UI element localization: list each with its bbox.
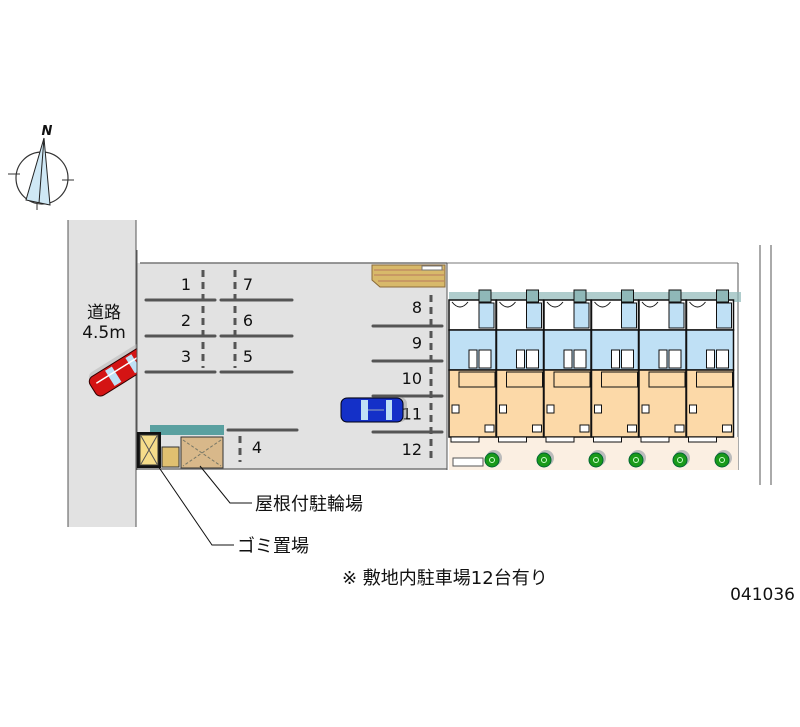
- garbage-leader-line: [157, 465, 234, 546]
- garbage-label: ゴミ置場: [237, 536, 309, 557]
- property-code: 041036: [730, 585, 795, 605]
- road-name: 道路: [87, 303, 121, 323]
- stall-number: 12: [402, 440, 422, 459]
- stall-number: 1: [181, 275, 191, 294]
- adjacent-boundary: [759, 245, 772, 485]
- tree-icon: [714, 450, 732, 468]
- bicycle-leader-line: [199, 465, 252, 504]
- stall-number: 9: [412, 334, 422, 353]
- red-car-icon: [88, 343, 152, 397]
- stall-number: 4: [252, 438, 262, 457]
- stall-number: 2: [181, 311, 191, 330]
- tree-icon: [536, 450, 554, 468]
- road-width: 4.5m: [82, 323, 126, 343]
- compass-icon: N: [8, 124, 74, 210]
- stall-number: 6: [243, 311, 253, 330]
- stall-number: 5: [243, 347, 253, 366]
- tree-icon: [672, 450, 690, 468]
- apartment-unit: [495, 289, 545, 443]
- stall-number: 8: [412, 298, 422, 317]
- apartment-unit: [543, 289, 592, 443]
- stall-number: 7: [243, 275, 253, 294]
- stall-number: 10: [402, 369, 422, 388]
- tree-icon: [588, 450, 606, 468]
- apartment-unit: [685, 289, 735, 443]
- parking-note: ※ 敷地内駐車場12台有り: [342, 568, 548, 589]
- tree-icon: [484, 450, 502, 468]
- tree-icon: [628, 450, 646, 468]
- stall-number: 3: [181, 347, 191, 366]
- garbage-area: [137, 425, 224, 468]
- bicycle-parking-label: 屋根付駐輪場: [255, 494, 363, 515]
- apartment-unit: [590, 289, 640, 443]
- apartment-unit: [638, 289, 687, 443]
- north-label: N: [42, 124, 53, 139]
- bicycle-parking-area: [180, 436, 224, 469]
- apartment-building: [446, 262, 741, 470]
- blue-car-icon: [340, 397, 407, 423]
- apartment-unit: [448, 289, 497, 443]
